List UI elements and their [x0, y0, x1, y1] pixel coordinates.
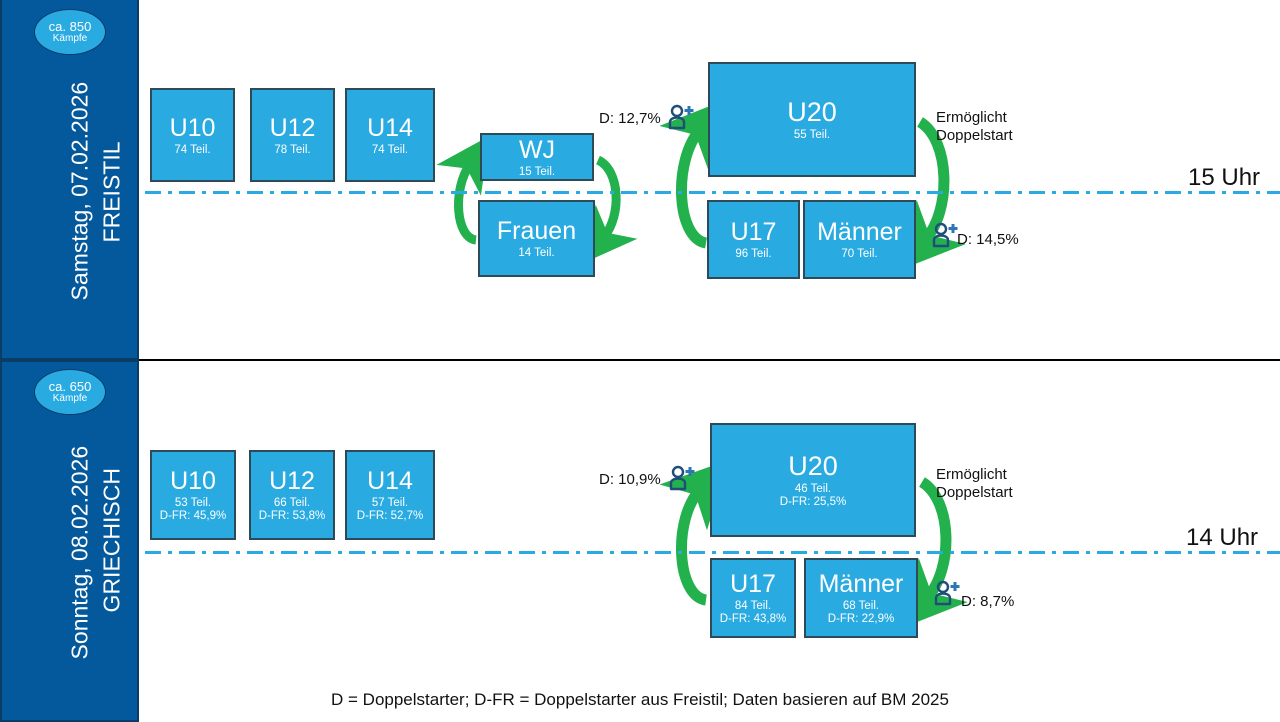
enables-line-2: Doppelstart: [936, 484, 1013, 502]
badge-matches-saturday: ca. 850 Kämpfe: [34, 9, 106, 55]
style-name-saturday: FREISTIL: [98, 141, 125, 243]
box-participants: 68 Teil.: [842, 600, 880, 613]
box-participants: 84 Teil.: [734, 600, 772, 613]
panel-divider: [139, 359, 1280, 361]
box-u20-sunday[interactable]: U20 46 Teil. D-FR: 25,5%: [710, 423, 916, 537]
timeline-saturday: [145, 191, 1280, 194]
box-u14-saturday[interactable]: U14 74 Teil.: [345, 88, 435, 182]
box-dfr-rate: D-FR: 53,8%: [258, 510, 326, 522]
box-title: Frauen: [496, 217, 577, 246]
box-participants: 70 Teil.: [841, 248, 878, 261]
legend-note: D = Doppelstarter; D-FR = Doppelstarter …: [331, 690, 949, 709]
day-rail-saturday: [0, 0, 139, 360]
arrow-u17-u20-bottom: [659, 459, 729, 606]
double-start-rate-left-saturday: D: 12,7%: [599, 110, 661, 127]
badge-unit: Kämpfe: [52, 392, 88, 404]
badge-count: ca. 650: [48, 378, 92, 394]
enables-line-1: Ermöglicht: [936, 466, 1007, 483]
enables-double-start-saturday: Ermöglicht Doppelstart: [936, 109, 1013, 146]
enables-line-2: Doppelstart: [936, 127, 1013, 145]
box-participants: 46 Teil.: [794, 483, 832, 496]
box-u20-saturday[interactable]: U20 55 Teil.: [708, 62, 916, 177]
box-title: U20: [788, 451, 838, 481]
time-label-saturday: 15 Uhr: [1188, 164, 1261, 191]
box-title: U12: [269, 113, 316, 142]
box-participants: 15 Teil.: [518, 165, 556, 178]
style-name-sunday: GRIECHISCH: [98, 468, 125, 613]
box-dfr-rate: D-FR: 22,9%: [827, 613, 895, 625]
box-title: U17: [730, 570, 776, 599]
box-u12-saturday[interactable]: U12 78 Teil.: [250, 88, 335, 182]
double-start-rate-right-sunday: D: 8,7%: [961, 593, 1015, 610]
box-participants: 96 Teil.: [735, 248, 772, 261]
enables-line-1: Ermöglicht: [936, 109, 1007, 126]
box-participants: 57 Teil.: [371, 497, 409, 510]
box-participants: 66 Teil.: [273, 497, 311, 510]
add-user-icon: [933, 580, 961, 606]
box-dfr-rate: D-FR: 52,7%: [356, 510, 424, 522]
box-title: Männer: [818, 570, 904, 599]
box-title: Männer: [817, 218, 902, 247]
box-participants: 53 Teil.: [174, 497, 212, 510]
box-dfr-rate: D-FR: 45,9%: [159, 510, 227, 522]
badge-matches-sunday: ca. 650 Kämpfe: [34, 369, 106, 415]
add-user-icon: [668, 465, 696, 491]
timeline-sunday: [145, 551, 1280, 554]
box-u10-saturday[interactable]: U10 74 Teil.: [150, 88, 235, 182]
box-maenner-sunday[interactable]: Männer 68 Teil. D-FR: 22,9%: [804, 558, 918, 638]
box-title: U14: [367, 113, 413, 142]
box-maenner-saturday[interactable]: Männer 70 Teil.: [803, 200, 916, 279]
box-title: U10: [169, 113, 216, 142]
box-participants: 78 Teil.: [274, 143, 311, 156]
box-title: WJ: [518, 135, 556, 164]
arrow-wj-frauen-left: [436, 135, 490, 245]
arrow-u17-u20: [659, 98, 728, 249]
box-u17-sunday[interactable]: U17 84 Teil. D-FR: 43,8%: [710, 558, 796, 638]
add-user-icon: [667, 104, 695, 130]
box-dfr-rate: D-FR: 43,8%: [719, 613, 787, 625]
box-u14-sunday[interactable]: U14 57 Teil. D-FR: 52,7%: [345, 450, 435, 540]
double-start-rate-right-saturday: D: 14,5%: [957, 231, 1019, 248]
box-participants: 14 Teil.: [518, 247, 555, 260]
box-participants: 74 Teil.: [371, 143, 409, 156]
style-label-saturday: FREISTIL: [72, 130, 128, 280]
box-participants: 74 Teil.: [174, 143, 211, 156]
box-title: U10: [170, 467, 216, 496]
style-label-sunday: GRIECHISCH: [72, 448, 128, 658]
box-u10-sunday[interactable]: U10 53 Teil. D-FR: 45,9%: [150, 450, 236, 540]
badge-count: ca. 850: [48, 18, 92, 34]
box-dfr-rate: D-FR: 25,5%: [779, 496, 847, 509]
box-title: U14: [367, 467, 413, 496]
box-title: U17: [730, 218, 777, 247]
arrow-wj-frauen-right: [582, 155, 638, 264]
box-title: U12: [269, 467, 315, 496]
box-u17-saturday[interactable]: U17 96 Teil.: [707, 200, 800, 279]
double-start-rate-left-sunday: D: 10,9%: [599, 471, 661, 488]
enables-double-start-sunday: Ermöglicht Doppelstart: [936, 466, 1013, 503]
box-wj-saturday[interactable]: WJ 15 Teil.: [480, 133, 594, 181]
add-user-icon: [931, 222, 959, 248]
time-label-sunday: 14 Uhr: [1186, 524, 1259, 551]
box-title: U20: [787, 96, 837, 127]
badge-unit: Kämpfe: [52, 32, 88, 44]
box-frauen-saturday[interactable]: Frauen 14 Teil.: [478, 200, 595, 277]
box-u12-sunday[interactable]: U12 66 Teil. D-FR: 53,8%: [249, 450, 335, 540]
box-participants: 55 Teil.: [793, 129, 831, 142]
